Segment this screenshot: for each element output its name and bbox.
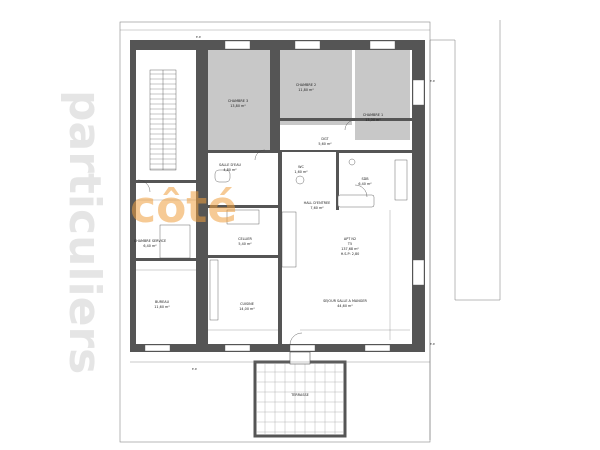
area-bureau: 11,60 m²: [154, 305, 170, 309]
watermark-logo-suffix: particuliers: [59, 90, 110, 374]
label-terrasse: TERRASSE: [290, 393, 309, 397]
area-cuisine: 14,00 m²: [239, 307, 255, 311]
area-sejour: 44,60 m²: [337, 304, 353, 308]
doors: [137, 119, 368, 346]
label-salle-d-eau: SALLE D'EAU: [219, 163, 242, 167]
area-wc: 1,60 m²: [294, 170, 308, 174]
room-chambre-3: [208, 50, 270, 150]
apartment-type: T5: [347, 242, 352, 246]
ep-marker: E.P.: [430, 79, 435, 83]
ep-marker: E.P.: [430, 342, 435, 346]
stair-steps: [150, 73, 176, 170]
room-chambre-1: [355, 50, 410, 140]
side-lines: [429, 20, 501, 440]
label-cellier: CELLIER: [238, 237, 252, 241]
label-degagement: DGT: [321, 137, 329, 141]
label-cuisine: CUISINE: [240, 302, 254, 306]
apartment-ceiling-height: H.S.P: 2,80: [341, 252, 360, 256]
label-sejour: SEJOUR SALLE A MANGER: [323, 299, 367, 303]
area-chambre-service: 6,40 m²: [143, 244, 157, 248]
staircase: [149, 69, 177, 171]
apartment-area: 137,68 m²: [341, 247, 359, 251]
area-cellier: 5,40 m²: [238, 242, 252, 246]
label-bureau: BUREAU: [155, 300, 170, 304]
apartment-name: APT N2: [344, 237, 356, 241]
dimension-lines: [136, 199, 410, 340]
area-degagement: 5,60 m²: [318, 142, 332, 146]
watermark-logo: côté: [130, 182, 237, 233]
area-chambre-3: 13,80 m²: [230, 104, 246, 108]
room-chambre-2: [280, 50, 352, 125]
label-chambre-service: CHAMBRE SERVICE: [134, 239, 166, 243]
area-sdb: 6,40 m²: [358, 182, 372, 186]
label-chambre-2: CHAMBRE 2: [296, 83, 316, 87]
area-chambre-2: 11,80 m²: [298, 88, 314, 92]
label-chambre-1: CHAMBRE 1: [363, 113, 383, 117]
label-sdb: SDB: [361, 177, 369, 181]
terrasse: [253, 351, 347, 438]
area-hall: 7,60 m²: [310, 206, 324, 210]
label-chambre-3: CHAMBRE 3: [228, 99, 248, 103]
fixtures: [159, 158, 408, 321]
area-chambre-1: 13,00 m²: [365, 118, 381, 122]
label-hall: HALL D'ENTREE: [304, 201, 331, 205]
area-salle-d-eau: 4,80 m²: [223, 168, 237, 172]
ep-marker: E.P.: [192, 367, 197, 371]
ep-marker: E.P.: [196, 35, 201, 39]
label-wc: WC: [298, 165, 304, 169]
windows: [144, 40, 425, 352]
